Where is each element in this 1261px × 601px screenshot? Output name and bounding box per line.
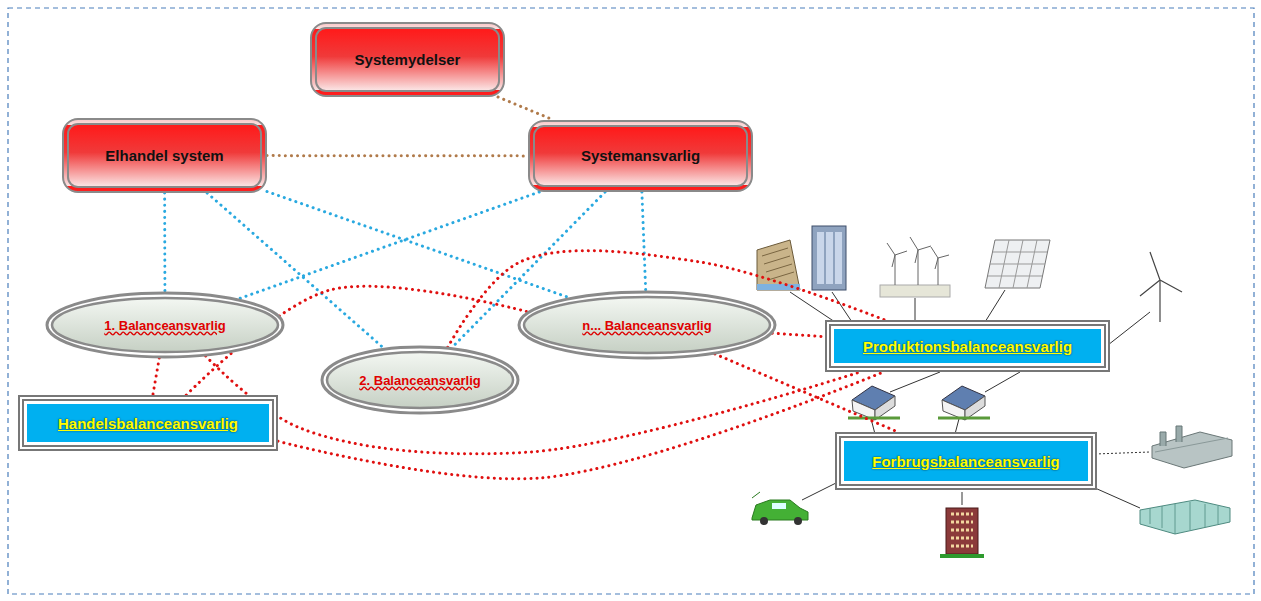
office-building-icon bbox=[940, 508, 984, 556]
node-label: Handelsbalanceansvarlig bbox=[58, 415, 238, 432]
house-icon bbox=[848, 386, 990, 420]
balance-oval: 2. Balanceansvarlig bbox=[320, 345, 520, 415]
role-box: Systemydelser bbox=[310, 22, 505, 97]
dotted-connector bbox=[267, 154, 528, 157]
balance-oval: n... Balanceansvarlig bbox=[517, 290, 777, 360]
dotted-connector bbox=[267, 192, 570, 298]
electric-car-icon bbox=[752, 492, 808, 525]
node-label: 2. Balanceansvarlig bbox=[359, 373, 480, 388]
dotted-connector bbox=[153, 358, 159, 395]
dotted-connector bbox=[772, 333, 825, 336]
node-label: Systemydelser bbox=[355, 51, 461, 68]
battery-icon bbox=[812, 226, 846, 290]
balance-box: Handelsbalanceansvarlig bbox=[18, 395, 278, 451]
balance-box: Produktionsbalanceansvarlig bbox=[825, 320, 1110, 372]
dotted-connector bbox=[642, 192, 646, 291]
solar-panel-icon bbox=[985, 240, 1050, 288]
node-label: Forbrugsbalanceansvarlig bbox=[872, 453, 1060, 470]
frame-border bbox=[8, 8, 1254, 594]
dotted-connector bbox=[163, 193, 166, 292]
leader-lines bbox=[790, 290, 1150, 508]
factory-icon bbox=[1152, 426, 1232, 468]
dotted-connector bbox=[206, 356, 861, 454]
node-label: Systemansvarlig bbox=[581, 147, 700, 164]
node-label: 1. Balanceansvarlig bbox=[104, 318, 225, 333]
dotted-connector bbox=[498, 97, 554, 120]
node-label: Produktionsbalanceansvarlig bbox=[863, 338, 1072, 355]
hydro-dam-icon bbox=[757, 240, 800, 290]
node-label: Elhandel system bbox=[105, 147, 223, 164]
node-label: n... Balanceansvarlig bbox=[582, 318, 711, 333]
wind-turbine-icon bbox=[1140, 252, 1182, 322]
role-box: Systemansvarlig bbox=[528, 120, 753, 192]
role-box: Elhandel system bbox=[62, 118, 267, 193]
greenhouse-icon bbox=[1140, 500, 1230, 534]
wind-farm-icon bbox=[880, 237, 950, 297]
balance-box: Forbrugsbalanceansvarlig bbox=[835, 432, 1097, 490]
balance-oval: 1. Balanceansvarlig bbox=[45, 291, 285, 359]
